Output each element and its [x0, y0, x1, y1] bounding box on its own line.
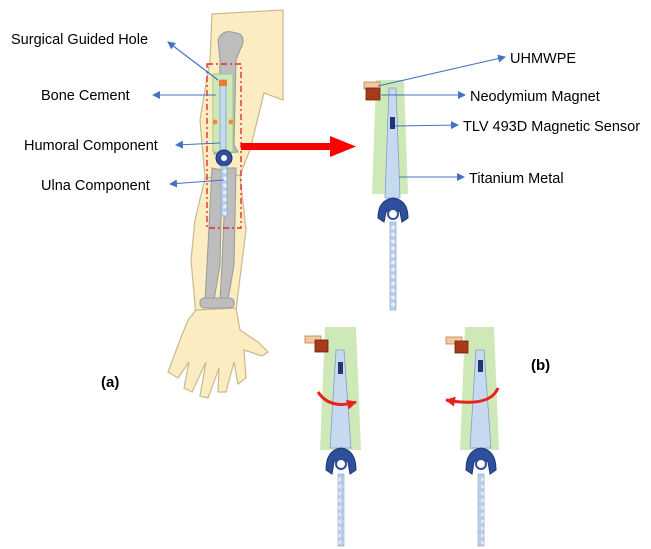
elbow-joint-hub	[221, 155, 227, 161]
label-uhmwpe: UHMWPE	[510, 51, 576, 67]
label-humoral-component: Humoral Component	[24, 138, 158, 154]
magnetic-sensor-chip	[338, 362, 343, 374]
zoom-arrow	[241, 136, 356, 157]
rotation-view-counterclockwise	[446, 327, 499, 546]
ulna-stem-detail	[390, 222, 396, 310]
neodymium-magnet	[455, 341, 468, 353]
implant-detail	[364, 80, 408, 310]
joint-axle	[476, 459, 486, 469]
hand-skin	[168, 308, 268, 398]
label-bone-cement: Bone Cement	[41, 88, 130, 104]
label-ulna-component: Ulna Component	[41, 178, 150, 194]
neodymium-magnet	[315, 340, 328, 352]
neodymium-magnet	[366, 88, 380, 100]
panel-label-b: (b)	[531, 357, 550, 374]
cement-dot	[213, 120, 218, 125]
humeral-stem-implant	[220, 80, 226, 152]
label-titanium-metal: Titanium Metal	[469, 171, 564, 187]
label-magnetic-sensor: TLV 493D Magnetic Sensor	[463, 119, 640, 135]
magnetic-sensor-chip	[478, 360, 483, 372]
arm-illustration	[168, 10, 283, 398]
magnetic-sensor-chip	[390, 117, 395, 129]
ulna-stem-implant	[221, 166, 227, 216]
label-surgical-guided-hole: Surgical Guided Hole	[11, 32, 148, 48]
ulna-stem-detail	[338, 474, 344, 546]
surgical-hole-marker	[219, 80, 227, 86]
rotation-view-clockwise	[305, 327, 361, 546]
leader-arrow-uhmwpe	[378, 57, 505, 86]
ulna-stem-detail	[478, 474, 484, 546]
carpal-bones	[200, 298, 234, 308]
panel-label-a: (a)	[101, 374, 119, 391]
joint-axle	[388, 209, 398, 219]
joint-axle	[336, 459, 346, 469]
label-neodymium-magnet: Neodymium Magnet	[470, 89, 600, 105]
cement-dot	[229, 120, 234, 125]
